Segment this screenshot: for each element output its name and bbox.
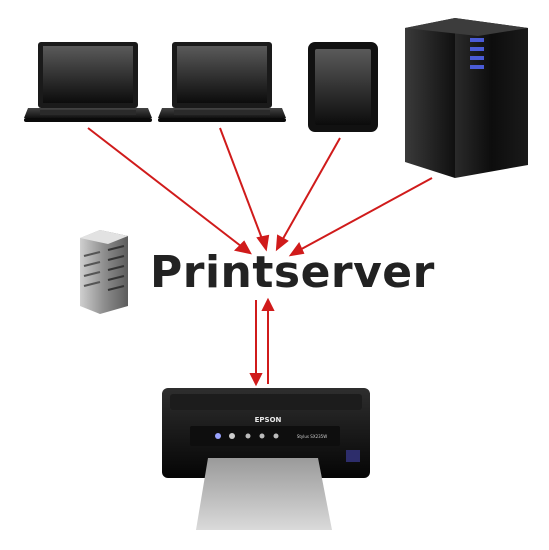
laptop-left-icon bbox=[24, 42, 152, 122]
arrow-desktop bbox=[295, 177, 433, 253]
printer-brand-label: EPSON bbox=[255, 416, 282, 424]
connection-arrows bbox=[87, 127, 433, 387]
printer-icon bbox=[162, 388, 370, 530]
arrow-tablet bbox=[279, 137, 341, 245]
server-tower-icon bbox=[405, 18, 528, 178]
printserver-label: Printserver bbox=[150, 247, 435, 298]
printer-model-label: Stylus SX235W bbox=[297, 434, 327, 439]
server-rack-icon bbox=[80, 230, 128, 314]
arrow-laptop-right bbox=[219, 127, 265, 245]
arrow-laptop-left bbox=[87, 127, 247, 251]
laptop-right-icon bbox=[158, 42, 286, 122]
tablet-icon bbox=[308, 42, 378, 132]
